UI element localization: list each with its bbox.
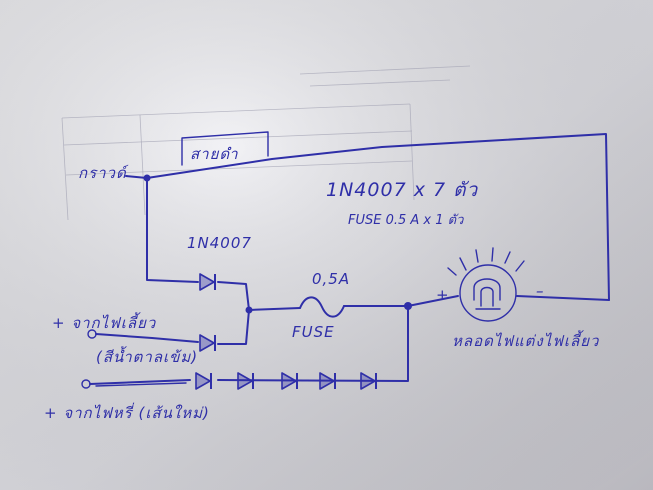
ground-label: กราวด์ bbox=[78, 164, 129, 182]
input-turn-terminal bbox=[87, 329, 97, 339]
fuse-rating-label: 0,5A bbox=[312, 270, 350, 288]
diode-label: 1N4007 bbox=[187, 234, 252, 252]
lamp-symbol bbox=[447, 247, 525, 322]
fuse-label: FUSE bbox=[292, 323, 335, 341]
input-park-wire-double bbox=[95, 382, 187, 387]
input-park-wire bbox=[89, 379, 191, 385]
fuse-symbol bbox=[299, 296, 345, 318]
show-through-table bbox=[61, 65, 471, 221]
ground-vertical-wire bbox=[146, 177, 199, 283]
input-park-label: + จากไฟหรี่ (เส้นใหม่) bbox=[44, 402, 210, 422]
input-turn-color-label: (สีน้ำตาลเข้ม) bbox=[96, 346, 198, 366]
to-lamp-positive bbox=[407, 295, 459, 307]
lamp-plus-label: + bbox=[436, 286, 450, 304]
fuse-spec-label: FUSE 0.5 A x 1 ตัว bbox=[348, 213, 464, 228]
lamp-negative-wire bbox=[516, 295, 610, 301]
ground-junction-dot bbox=[143, 174, 151, 182]
black-wire-bracket bbox=[181, 131, 269, 166]
node-to-mid-diode bbox=[217, 309, 250, 345]
node-to-fuse bbox=[248, 307, 301, 311]
top-diode-to-node bbox=[217, 281, 250, 311]
ground-lead bbox=[125, 175, 148, 179]
ground-top-wire bbox=[146, 133, 610, 301]
lamp-minus-label: – bbox=[536, 282, 545, 300]
input-turn-wire bbox=[95, 333, 199, 343]
right-junction-dot bbox=[404, 302, 412, 310]
lamp-label: หลอดไฟแต่งไฟเลี้ยว bbox=[452, 330, 600, 350]
diode-spec-label: 1N4007 x 7 ตัว bbox=[326, 179, 478, 201]
black-wire-label: สายดำ bbox=[190, 145, 239, 163]
input-turn-label: + จากไฟเลี้ยว bbox=[52, 312, 157, 332]
input-park-terminal bbox=[81, 379, 91, 389]
center-junction-dot bbox=[245, 306, 253, 314]
